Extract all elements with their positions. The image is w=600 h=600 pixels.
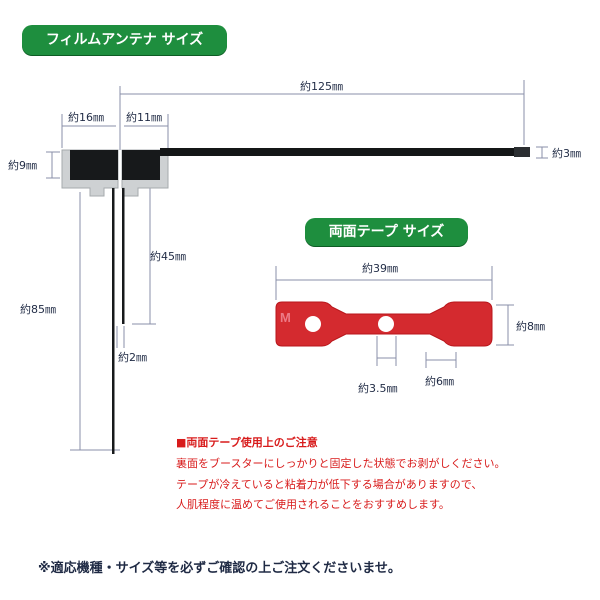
caution-title: ■両面テープ使用上のご注意 [176,436,318,449]
dim-element-right-11: 約11㎜ [126,111,162,124]
dim-thickness-3: 約3㎜ [552,147,581,160]
dim-gap-2: 約2㎜ [118,351,147,364]
dim-element-left-16: 約16㎜ [68,111,104,124]
antenna-size-badge: フィルムアンテナ サイズ [22,25,227,55]
caution-line-2: テープが冷えていると粘着力が低下する場合がありますので、 [176,478,483,491]
double-sided-tape: M [275,301,493,347]
tape-dimension-lines [275,266,514,368]
dim-tape-height-8: 約8㎜ [516,320,545,333]
caution-line-3: 人肌程度に温めてご使用されることをおすすめします。 [176,498,450,511]
footer-notice: ※適応機種・サイズ等を必ずご確認の上ご注文くださいませ。 [38,561,401,576]
dim-height-9: 約9㎜ [8,159,37,172]
tape-size-badge: 両面テープ サイズ [305,218,468,246]
dim-tab-6: 約6㎜ [425,375,454,388]
dim-lead-45: 約45㎜ [150,250,186,263]
svg-text:M: M [280,310,291,325]
caution-line-1: 裏面をブースターにしっかりと固定した状態でお剥がしください。 [176,457,506,470]
antenna-dimension-lines [46,80,548,451]
dim-lead-85: 約85㎜ [20,303,56,316]
film-antenna [61,147,530,454]
dim-hole-3-5: 約3.5㎜ [358,382,398,395]
dim-tape-width-39: 約39㎜ [362,262,398,275]
dim-length-125: 約125㎜ [300,80,343,93]
